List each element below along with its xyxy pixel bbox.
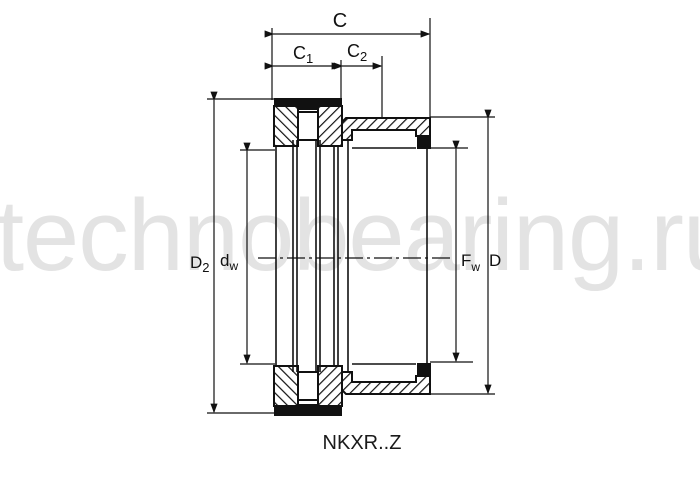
watermark: technobearing.ru xyxy=(0,180,700,292)
label-C2: C2 xyxy=(347,41,367,64)
label-C: C xyxy=(333,10,347,32)
label-D: D xyxy=(489,251,501,270)
label-C1: C1 xyxy=(293,43,313,66)
label-Fw: Fw xyxy=(461,251,480,274)
model-caption: NKXR..Z xyxy=(322,432,402,454)
label-dw: dw xyxy=(220,251,238,273)
dimension-lines xyxy=(207,18,495,414)
label-D2: D2 xyxy=(190,253,210,275)
inner-lines xyxy=(275,140,428,372)
dimension-labels: C C1 C2 D2 dw Fw D xyxy=(190,10,501,275)
bearing-body xyxy=(273,98,431,416)
